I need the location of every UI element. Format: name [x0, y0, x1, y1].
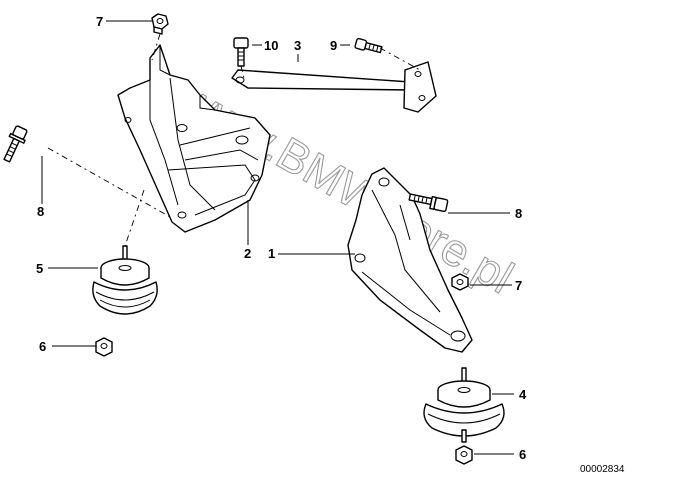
part-2-bracket — [117, 44, 271, 233]
part-5-engine-mount — [92, 245, 158, 315]
callout-6-right: 6 — [519, 447, 526, 462]
callouts: 7 10 3 9 8 2 1 8 5 7 6 4 6 — [36, 14, 527, 462]
callout-9: 9 — [330, 38, 337, 53]
part-8-bolt-right — [408, 193, 449, 213]
part-6-nut-left — [95, 337, 113, 357]
callout-4: 4 — [519, 387, 527, 402]
callout-7-right: 7 — [515, 278, 522, 293]
callout-8-right: 8 — [515, 206, 522, 221]
part-9-bolt — [354, 37, 383, 54]
part-7-nut-top — [151, 13, 169, 35]
callout-1: 1 — [268, 246, 275, 261]
callout-7-top: 7 — [96, 14, 103, 29]
callout-10: 10 — [264, 38, 278, 53]
leader-lines — [41, 20, 514, 455]
callout-6-left: 6 — [39, 339, 46, 354]
callout-5: 5 — [36, 261, 43, 276]
part-3-strut — [231, 61, 437, 113]
part-6-nut-right — [455, 445, 473, 465]
callout-2: 2 — [244, 246, 251, 261]
part-10-bolt — [233, 37, 249, 67]
part-4-engine-mount — [423, 367, 505, 443]
assembly-lines — [47, 33, 421, 247]
part-7-nut-right — [451, 273, 469, 291]
callout-3: 3 — [294, 38, 301, 53]
part-1-bracket — [347, 167, 473, 353]
callout-8-left: 8 — [37, 204, 44, 219]
part-8-bolt-left — [3, 125, 28, 163]
document-id: 00002834 — [580, 464, 625, 475]
